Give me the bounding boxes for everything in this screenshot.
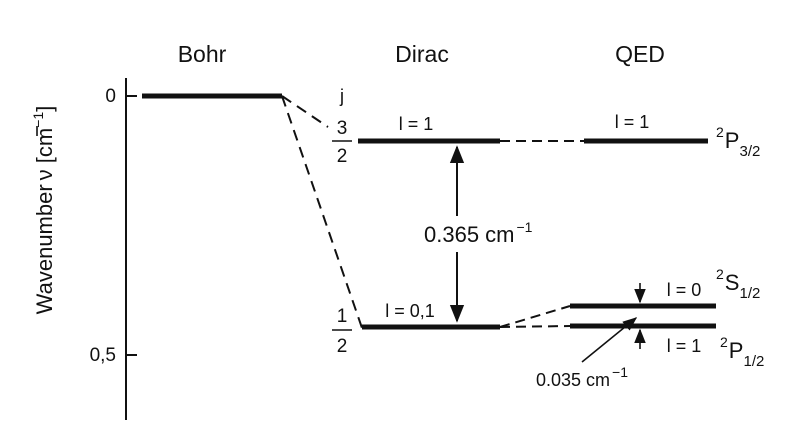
term-p12: 2P1/2 xyxy=(720,334,764,370)
j-header: j xyxy=(339,86,344,106)
y-axis-title-symbol: ν xyxy=(32,169,57,180)
lamb-shift-pointer xyxy=(581,317,638,363)
dirac-lower-l-label: l = 0,1 xyxy=(385,301,435,321)
dirac-upper-l-label: l = 1 xyxy=(399,114,434,134)
y-axis-title: Wavenumber ν [cm−1] xyxy=(30,106,57,315)
y-axis-title-label: Wavenumber xyxy=(32,184,57,314)
fine-structure-exp: −1 xyxy=(517,219,533,235)
y-axis-title-unit-exp: −1 xyxy=(30,112,46,128)
connector-bohr-to-upper xyxy=(281,95,329,128)
qed-s-l-label: l = 0 xyxy=(667,280,702,300)
term-p12-letter: P xyxy=(729,338,744,363)
term-p32-j: 3/2 xyxy=(739,143,760,160)
lamb-shift-value: 0.035 cm xyxy=(536,370,610,390)
y-tick-label-0: 0 xyxy=(105,86,116,107)
y-tick-label-05: 0,5 xyxy=(90,345,116,366)
column-header-bohr: Bohr xyxy=(178,41,227,67)
term-p32-multiplicity: 2 xyxy=(716,124,724,140)
term-p12-multiplicity: 2 xyxy=(720,334,728,350)
column-header-dirac: Dirac xyxy=(395,41,449,67)
j-lower-denominator: 2 xyxy=(337,336,348,357)
fine-structure-label-bg xyxy=(418,216,566,252)
qed-upper-l-label: l = 1 xyxy=(615,112,650,132)
connector-bohr-to-lower xyxy=(281,95,363,329)
y-axis-title-unit-close: ] xyxy=(32,106,57,112)
j-upper-denominator: 2 xyxy=(337,146,348,167)
connector-lower-to-qed-s xyxy=(499,305,571,328)
term-p32-letter: P xyxy=(725,128,740,153)
lamb-shift-exp: −1 xyxy=(612,364,628,380)
column-header-qed: QED xyxy=(615,41,665,67)
fine-structure-label: 0.365 cm−1 xyxy=(424,219,533,247)
fine-structure-value: 0.365 cm xyxy=(424,222,515,247)
term-s12-j: 1/2 xyxy=(739,285,760,302)
j-upper-numerator: 3 xyxy=(337,118,348,139)
qed-p-l-label: l = 1 xyxy=(667,336,702,356)
j-lower-numerator: 1 xyxy=(337,306,348,327)
term-s12-multiplicity: 2 xyxy=(716,266,724,282)
y-axis-title-unit: [cm xyxy=(32,128,57,170)
term-p12-j: 1/2 xyxy=(743,353,764,370)
connector-lower-to-qed-p xyxy=(499,325,571,328)
lamb-shift-label: 0.035 cm−1 xyxy=(536,364,628,390)
svg-text:Wavenumberν [cm−1]: Wavenumber ν [cm−1] xyxy=(30,106,57,315)
term-s12-letter: S xyxy=(725,270,740,295)
term-p32: 2P3/2 xyxy=(716,124,760,160)
term-s12: 2S1/2 xyxy=(716,266,760,302)
